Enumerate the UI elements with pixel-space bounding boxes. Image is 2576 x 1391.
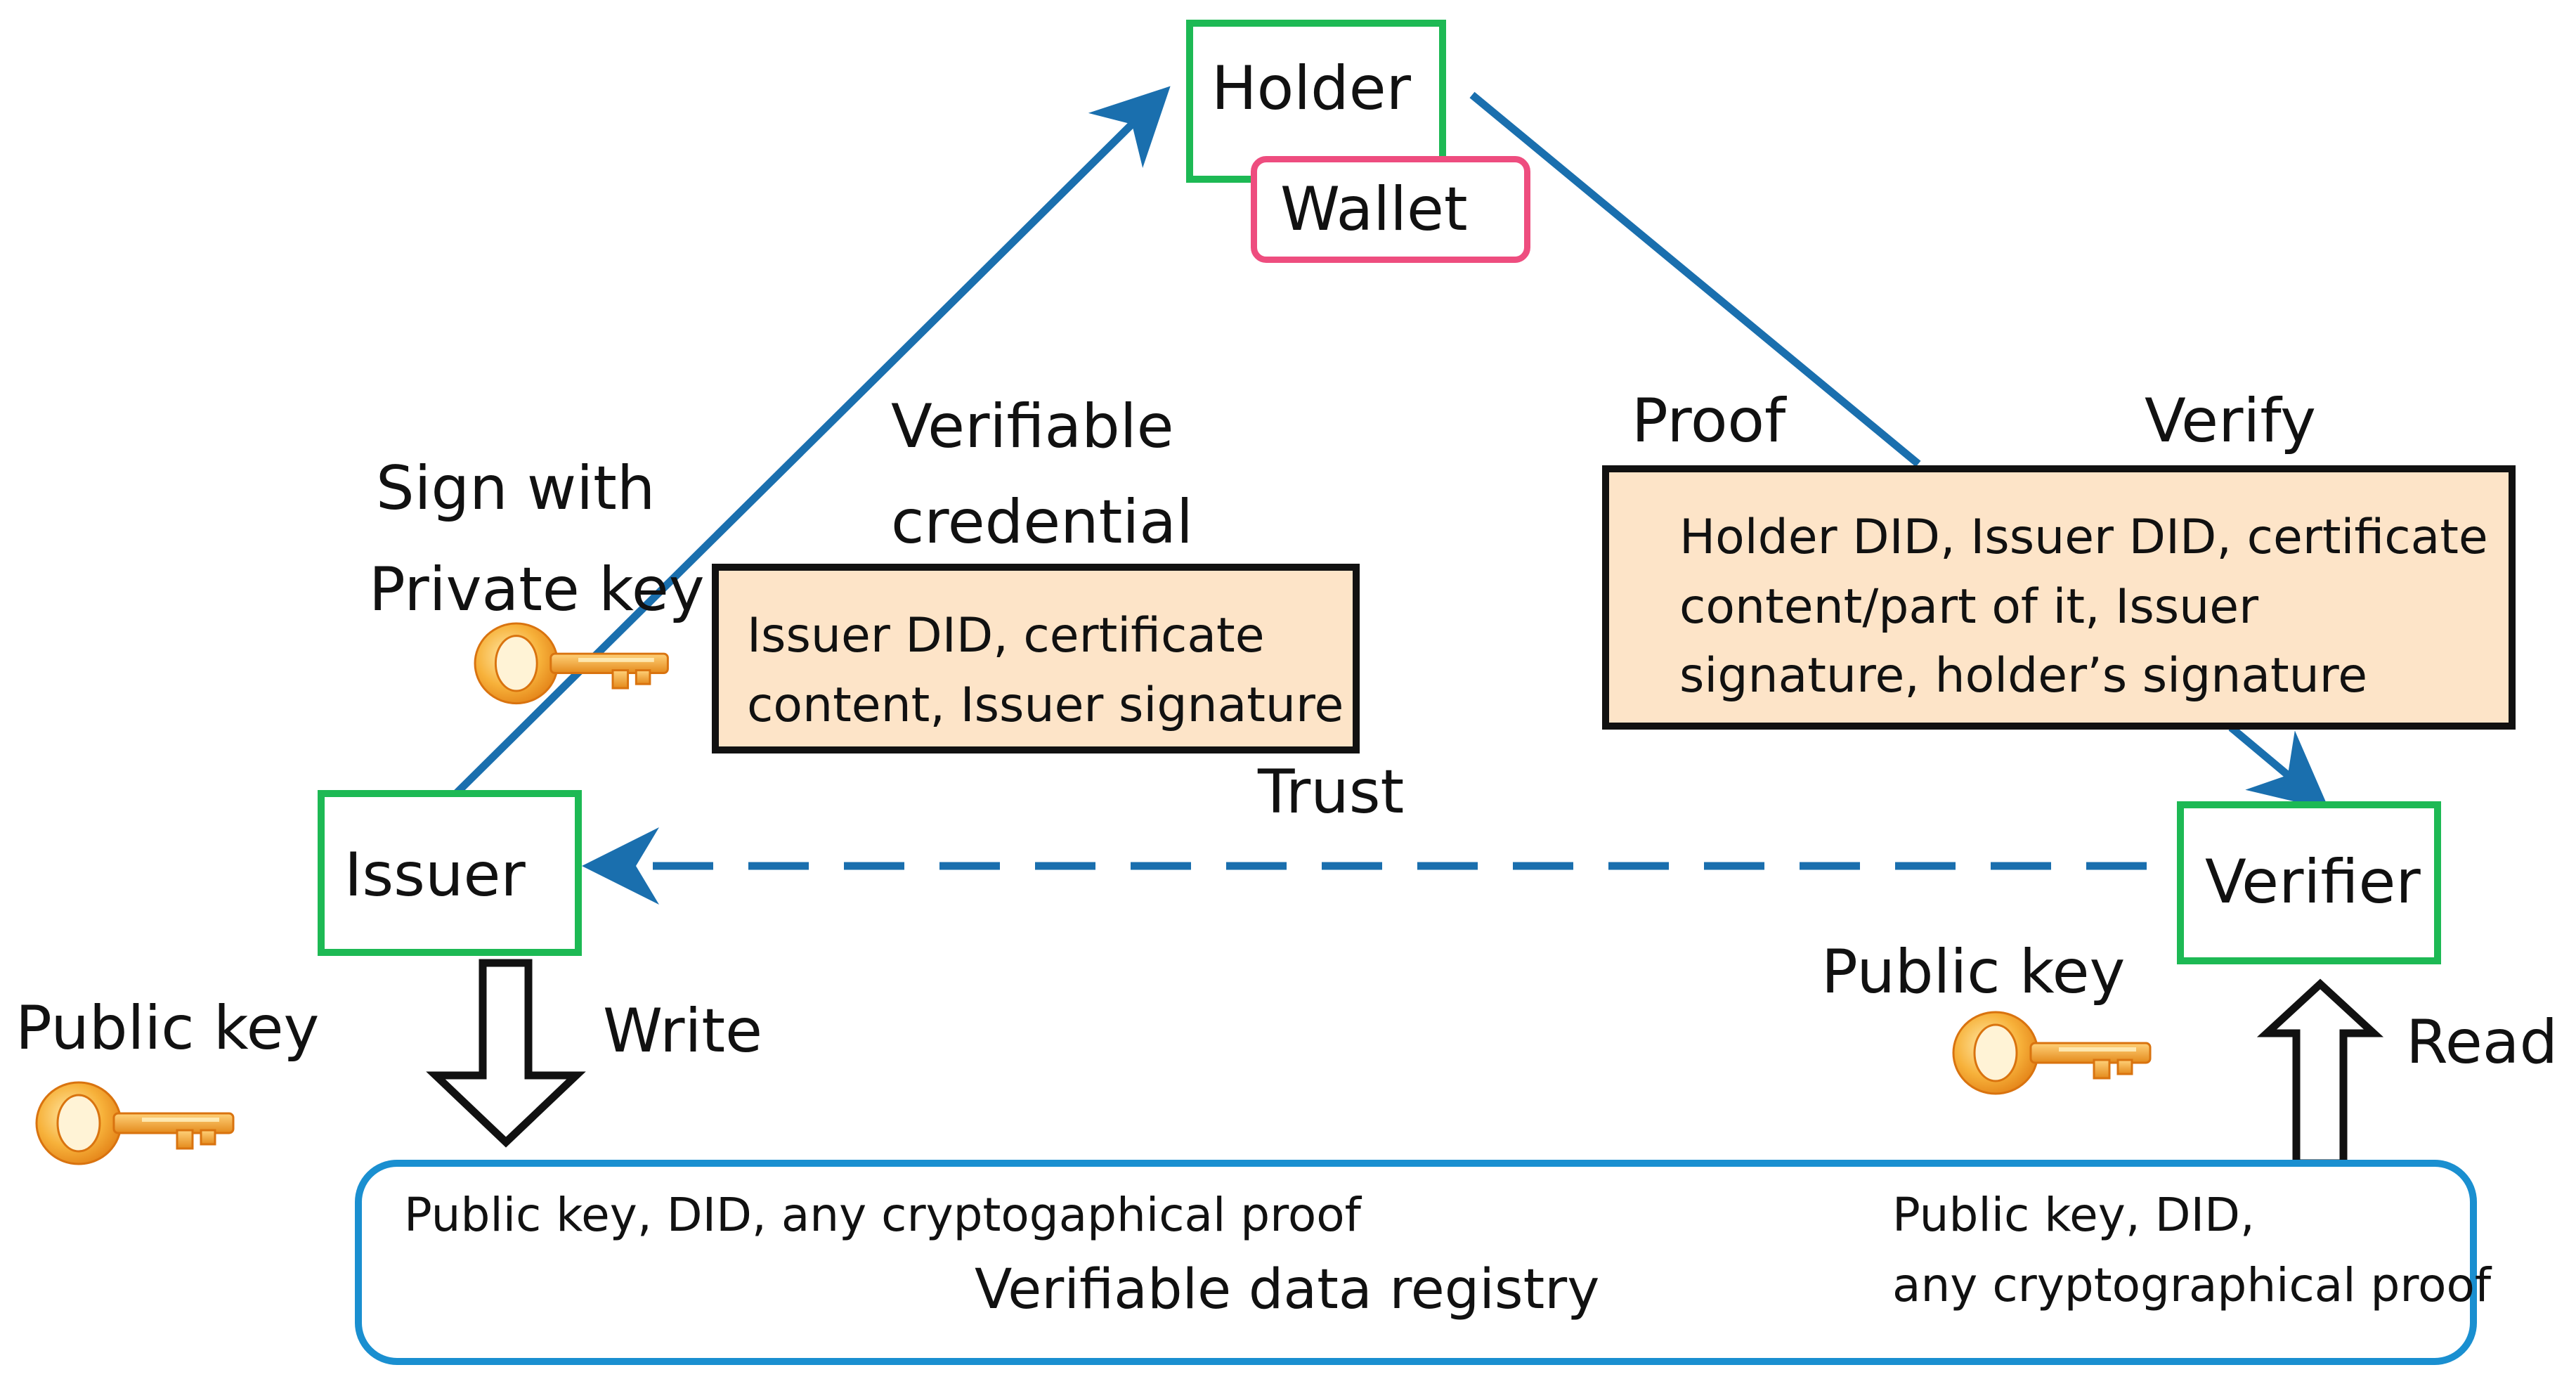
credential-label: credential	[891, 487, 1193, 557]
wallet-label: Wallet	[1280, 174, 1468, 245]
holder-label: Holder	[1211, 53, 1412, 124]
read-label: Read	[2406, 1007, 2558, 1078]
public-key-left-label: Public key	[15, 993, 320, 1063]
proof-note-line: content/part of it, Issuer	[1679, 578, 2259, 635]
issuer-to-holder-arrow	[453, 86, 1171, 797]
credential-note-line: Issuer DID, certificate	[747, 608, 1265, 664]
verifier-node: Verifier	[2177, 801, 2441, 964]
trust-label: Trust	[1258, 757, 1405, 827]
proof-note-line: Holder DID, Issuer DID, certificate	[1679, 510, 2488, 565]
registry-right-line: Public key, DID,	[1892, 1188, 2255, 1242]
verify-label: Verify	[2145, 386, 2316, 456]
verifier-label: Verifier	[2205, 847, 2421, 917]
write-arrow	[426, 959, 586, 1148]
proof-note-line: signature, holder’s signature	[1679, 648, 2368, 704]
key-icon	[35, 1081, 235, 1165]
registry-title: Verifiable data registry	[975, 1258, 1600, 1321]
credential-note: Issuer DID, certificate content, Issuer …	[712, 564, 1360, 753]
issuer-node: Issuer	[318, 790, 582, 956]
verifiable-label: Verifiable	[891, 392, 1174, 462]
proof-note: Holder DID, Issuer DID, certificate cont…	[1602, 465, 2516, 730]
read-arrow	[2256, 978, 2384, 1167]
write-label: Write	[603, 996, 763, 1066]
holder-to-proof-line	[1469, 91, 1921, 467]
issuer-label: Issuer	[344, 840, 526, 910]
wallet-box: Wallet	[1251, 156, 1530, 263]
holder-node: Holder	[1186, 20, 1446, 183]
credential-note-line: content, Issuer signature	[747, 677, 1344, 733]
public-key-right-label: Public key	[1821, 937, 2126, 1007]
private-key-label: Private key	[369, 555, 705, 625]
verifiable-data-registry: Public key, DID, any cryptogaphical proo…	[355, 1160, 2491, 1365]
registry-left-text: Public key, DID, any cryptogaphical proo…	[404, 1188, 1361, 1242]
key-icon	[474, 622, 669, 705]
proof-to-verifier-arrow	[2228, 724, 2329, 810]
registry-right-line: any cryptographical proof	[1892, 1258, 2492, 1312]
proof-label: Proof	[1632, 386, 1786, 456]
sign-with-label: Sign with	[376, 453, 656, 524]
key-icon	[1952, 1011, 2152, 1095]
